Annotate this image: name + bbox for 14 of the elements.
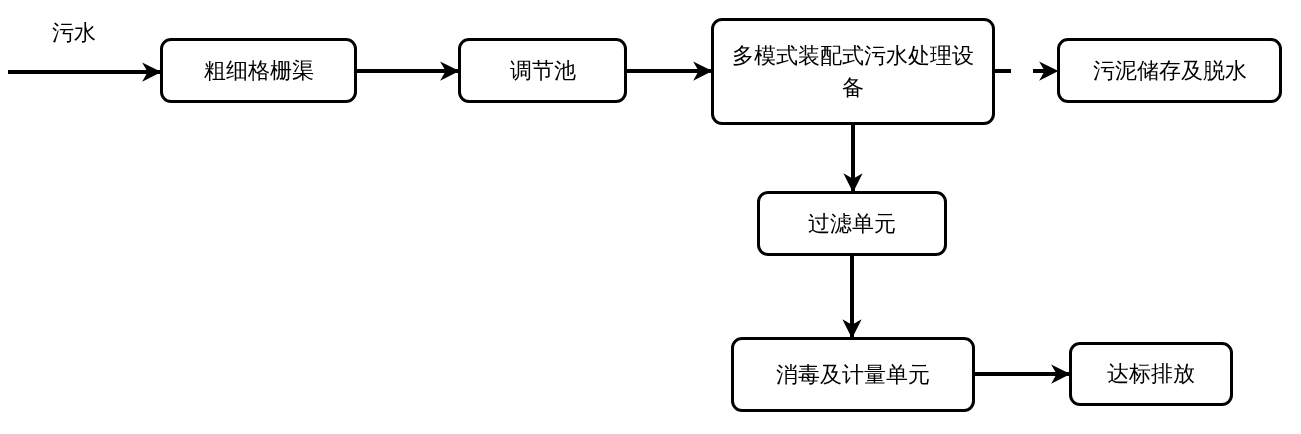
arrow [627,61,713,81]
arrow [843,125,863,193]
arrow [8,62,162,82]
process-box: 多模式装配式污水处理设备 [711,18,995,125]
process-box: 粗细格栅渠 [160,38,357,103]
arrow [357,61,460,81]
arrow [842,256,862,339]
process-box: 过滤单元 [757,191,947,256]
process-box: 调节池 [458,38,627,103]
process-box: 污泥储存及脱水 [1057,38,1282,103]
arrow [995,61,1059,81]
process-box: 达标排放 [1069,342,1233,406]
arrow [975,364,1071,384]
process-box: 消毒及计量单元 [731,337,975,412]
